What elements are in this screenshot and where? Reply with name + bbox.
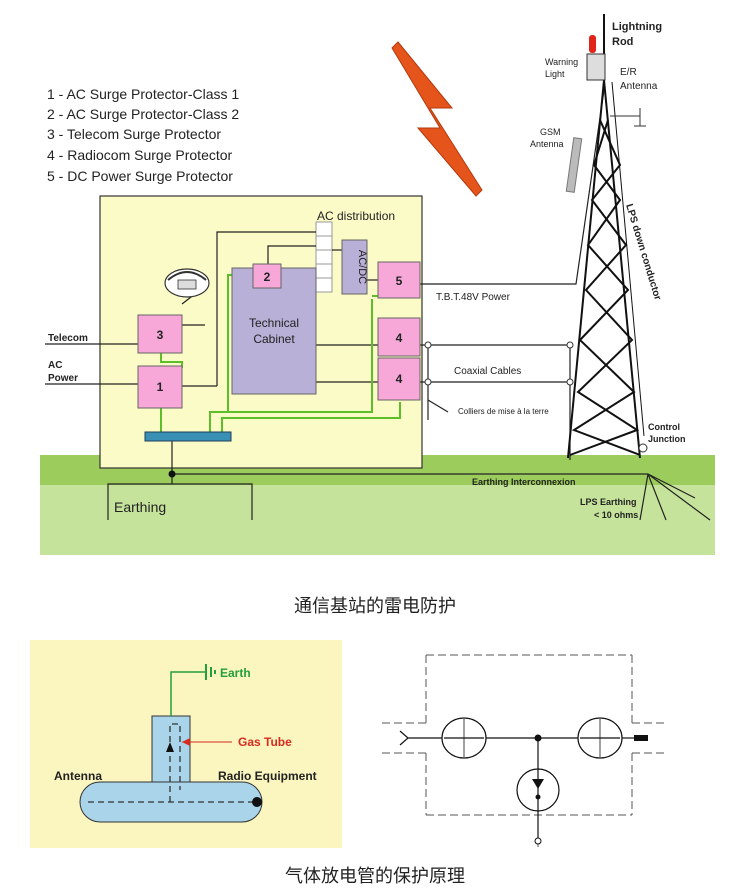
telephone-icon <box>164 268 210 298</box>
warning-light-label-2: Light <box>545 69 565 79</box>
protector-box-4a <box>377 317 421 357</box>
protector-box-4a-label: 4 <box>396 331 403 345</box>
control-junction-icon <box>638 443 648 453</box>
earthing-junction-node <box>168 470 176 478</box>
caption-bottom: 气体放电管的保护原理 <box>285 866 465 887</box>
earth-bar <box>144 431 232 442</box>
technical-cabinet-label-1: Technical <box>249 316 299 330</box>
protector-box-2 <box>252 263 282 289</box>
coax-clamps <box>424 341 574 386</box>
technical-cabinet <box>231 267 317 395</box>
schematic-frame <box>382 654 667 850</box>
current-path <box>88 723 258 803</box>
flow-arrow-icon <box>166 742 174 752</box>
warning-light-icon <box>589 35 596 53</box>
t-tube <box>79 715 263 823</box>
warning-light-label-1: Warning <box>545 57 578 67</box>
left-discharge-tube-icon <box>441 717 487 759</box>
legend: 1 - AC Surge Protector-Class 1 2 - AC Su… <box>47 86 239 184</box>
protector-box-1-label: 1 <box>157 380 164 394</box>
technical-cabinet-label-2: Cabinet <box>253 332 295 346</box>
lps-down-conductor <box>611 81 645 437</box>
gsm-antenna-label-2: Antenna <box>530 139 564 149</box>
ac-distribution-label: AC distribution <box>317 209 395 223</box>
ac-distribution-column <box>315 221 333 293</box>
lightning-bolt-icon <box>391 41 483 197</box>
er-antenna-label-2: Antenna <box>620 81 658 92</box>
earthing-interconnexion-label: Earthing Interconnexion <box>472 477 576 487</box>
protector-box-5 <box>377 261 421 299</box>
lps-down-conductor-label: LPS down conductor <box>623 203 663 302</box>
antenna-label: Antenna <box>54 769 102 783</box>
right-discharge-tube-icon <box>577 717 623 759</box>
lps-earthing-label-1: LPS Earthing <box>580 497 637 507</box>
vertical-gas-tube-icon <box>516 768 560 812</box>
protector-box-3 <box>137 314 183 354</box>
earthing-label: Earthing <box>114 499 166 515</box>
protector-box-4b <box>377 357 421 401</box>
acdc-label: AC/DC <box>356 250 368 284</box>
lightning-rod-label-2: Rod <box>612 36 633 48</box>
protector-box-1 <box>137 365 183 409</box>
gas-discharge-schematic <box>382 654 667 850</box>
tbt-power-label: T.B.T.48V Power <box>436 292 511 303</box>
radio-equipment-label: Radio Equipment <box>218 769 317 783</box>
colliers-label: Colliers de mise à la terre <box>458 407 549 416</box>
junction-node-icon <box>534 734 542 742</box>
earth-label: Earth <box>220 666 251 680</box>
control-junction-label-2: Junction <box>648 434 686 444</box>
gsm-antenna-icon <box>565 137 583 193</box>
legend-item-3: 3 - Telecom Surge Protector <box>47 126 221 142</box>
earth-wire <box>170 671 206 716</box>
telecom-label: Telecom <box>48 333 88 344</box>
gas-tube-diagram: Earth Gas Tube Antenna Radio Equipment <box>30 640 342 848</box>
lattice-tower <box>567 79 641 459</box>
er-antenna-icon <box>610 108 646 127</box>
legend-item-4: 4 - Radiocom Surge Protector <box>47 147 233 163</box>
signal-line <box>399 730 634 841</box>
protector-box-5-label: 5 <box>396 274 403 288</box>
lps-earthing-label-2: < 10 ohms <box>594 510 638 520</box>
caption-top: 通信基站的雷电防护 <box>294 596 456 617</box>
gsm-antenna-label-1: GSM <box>540 127 561 137</box>
legend-item-2: 2 - AC Surge Protector-Class 2 <box>47 106 239 122</box>
er-antenna-label-1: E/R <box>620 67 637 78</box>
legend-item-5: 5 - DC Power Surge Protector <box>47 168 233 184</box>
earth-symbol-icon <box>205 664 216 680</box>
protector-box-2-label: 2 <box>264 270 271 284</box>
surge-protection-diagram: 1 - AC Surge Protector-Class 1 2 - AC Su… <box>40 14 715 555</box>
antenna-mount <box>586 53 606 81</box>
discharge-arrow-icon <box>532 779 544 789</box>
legend-item-1: 1 - AC Surge Protector-Class 1 <box>47 86 239 102</box>
control-junction-label-1: Control <box>648 422 680 432</box>
gas-tube-pointer-arrow-icon <box>182 738 190 746</box>
protector-box-4b-label: 4 <box>396 372 403 386</box>
discharge-dot-icon <box>535 794 541 800</box>
protector-boxes <box>137 261 421 409</box>
ac-power-label-2: Power <box>48 373 78 384</box>
lightning-rod-label-1: Lightning <box>612 21 662 33</box>
radio-node-icon <box>252 797 262 807</box>
ac-power-label-1: AC <box>48 360 62 371</box>
ground-node-icon <box>534 837 542 845</box>
output-terminal-icon <box>634 735 648 741</box>
acdc-unit <box>341 239 368 295</box>
protector-box-3-label: 3 <box>157 328 164 342</box>
gas-tube-label: Gas Tube <box>238 735 292 749</box>
coaxial-cables-label: Coaxial Cables <box>454 366 521 377</box>
